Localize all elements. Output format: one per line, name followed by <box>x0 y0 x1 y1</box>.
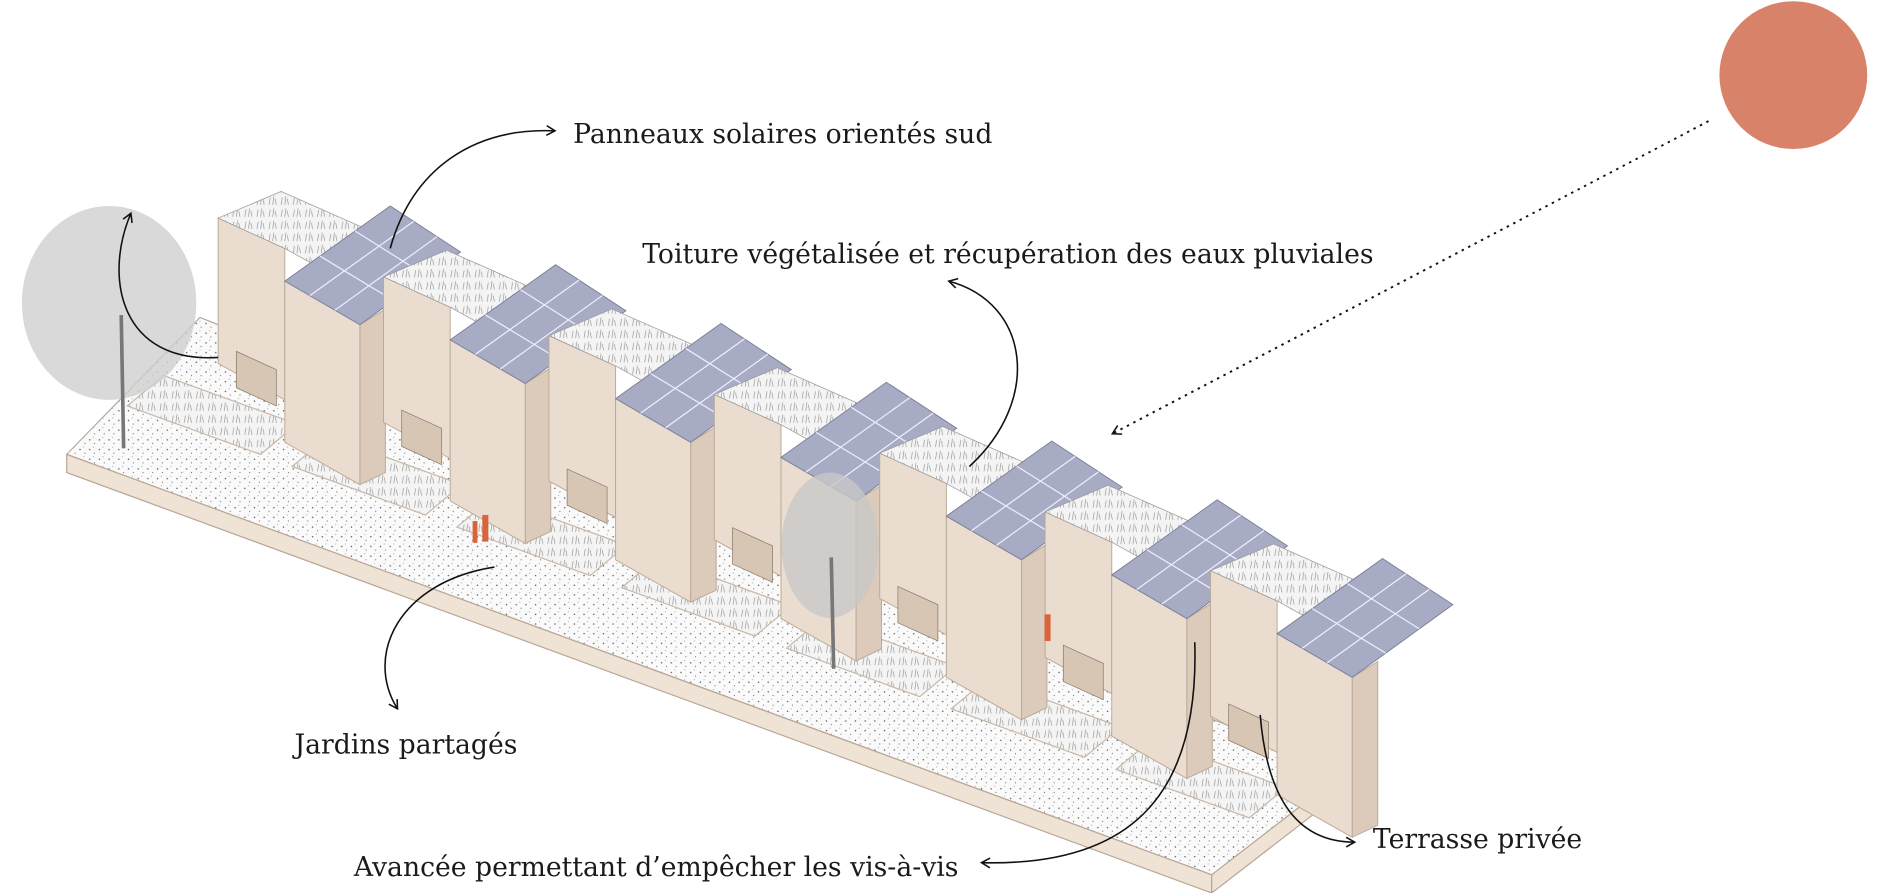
solar-panel-grid <box>309 220 438 311</box>
house-side-wall <box>1351 660 1379 839</box>
terrace-stairs <box>401 409 443 466</box>
house-module <box>217 191 462 486</box>
house-side-wall <box>359 308 386 486</box>
person-icon <box>1044 614 1051 641</box>
label-overhang: Avancée permettant d’empêcher les vis-à-… <box>353 852 959 883</box>
people-figures <box>472 514 1051 641</box>
label-solar-panels: Panneaux solaires orientés sud <box>573 119 992 150</box>
terrace-stairs <box>566 468 608 525</box>
label-shared-gardens: Jardins partagés <box>291 730 517 761</box>
label-private-terrace: Terrasse privée <box>1373 824 1582 855</box>
solar-panel-grid <box>640 338 769 429</box>
sun-icon <box>1719 1 1868 150</box>
sun-ray-arrow <box>1110 120 1709 435</box>
arrow-tree <box>118 211 219 359</box>
solar-panel-grid <box>1136 514 1265 605</box>
housing-row <box>217 191 1454 839</box>
house-module <box>382 249 627 545</box>
annotation-arrows <box>118 124 1357 869</box>
solar-panel-grid <box>971 455 1099 546</box>
terrace-stairs <box>1062 644 1104 701</box>
terrace-stairs <box>235 350 277 407</box>
arrow-green-roof <box>947 277 1019 468</box>
house-side-wall <box>1186 601 1213 780</box>
terrace-stairs <box>1228 703 1270 760</box>
house-module <box>1209 543 1454 839</box>
terrace-stairs <box>732 527 773 583</box>
house-module <box>1044 484 1289 780</box>
labels: Panneaux solaires orientés sud Toiture v… <box>291 119 1582 883</box>
house-module <box>878 426 1123 721</box>
platform-front-edge <box>66 453 1213 893</box>
arrow-gardens <box>384 566 495 711</box>
terrace-stairs <box>897 585 939 642</box>
arrow-overhang <box>979 642 1196 869</box>
house-module <box>548 308 793 604</box>
solar-panel-grid <box>805 397 934 487</box>
people-icon <box>472 514 489 543</box>
label-green-roof: Toiture végétalisée et récupération des … <box>642 239 1373 270</box>
solar-panel-grid <box>1301 573 1430 664</box>
solar-panel-grid <box>474 279 603 370</box>
house-side-wall <box>1021 543 1048 721</box>
house-module <box>713 367 958 662</box>
arrow-terrace <box>1259 714 1357 848</box>
sun-group <box>1110 1 1868 435</box>
tree-center <box>781 472 879 669</box>
house-side-wall <box>524 366 552 545</box>
tree-left <box>21 205 197 449</box>
house-side-wall <box>690 425 717 603</box>
arrow-solar <box>389 124 557 249</box>
trees <box>21 205 879 669</box>
